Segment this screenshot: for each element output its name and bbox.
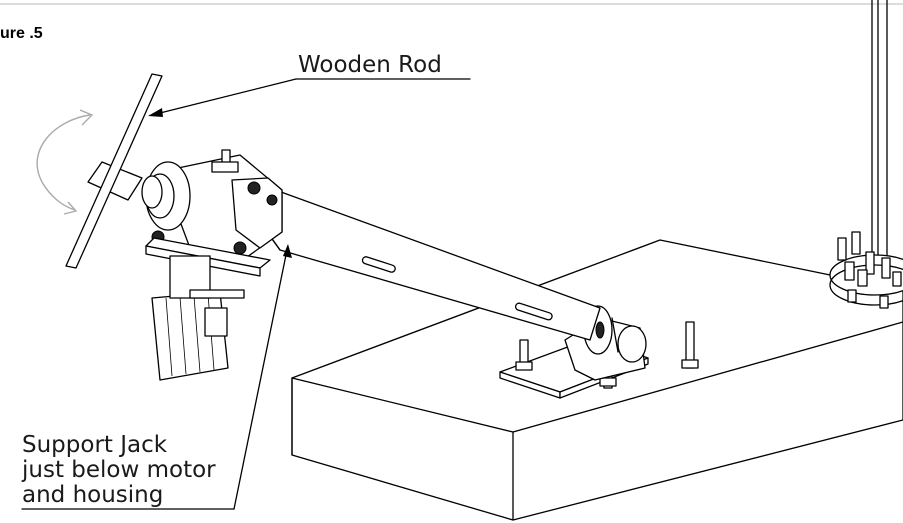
vertical-column [829,0,903,309]
figure-label: ure .5 [0,25,43,42]
motor [151,255,245,381]
gearbox-housing [145,149,283,277]
coupling [87,161,191,231]
support-jack-callout: Support Jack just below motor and housin… [21,244,292,510]
wooden-rod-callout: Wooden Rod [148,52,471,117]
rotation-arrow-icon [36,109,94,215]
support-jack-label-line2: just below motor [21,457,216,483]
shaft-tube [249,187,601,341]
support-jack-label-line1: Support Jack [22,432,168,458]
support-jack-label-line3: and housing [22,482,163,508]
wooden-rod [65,73,163,269]
wooden-rod-label: Wooden Rod [298,52,442,78]
